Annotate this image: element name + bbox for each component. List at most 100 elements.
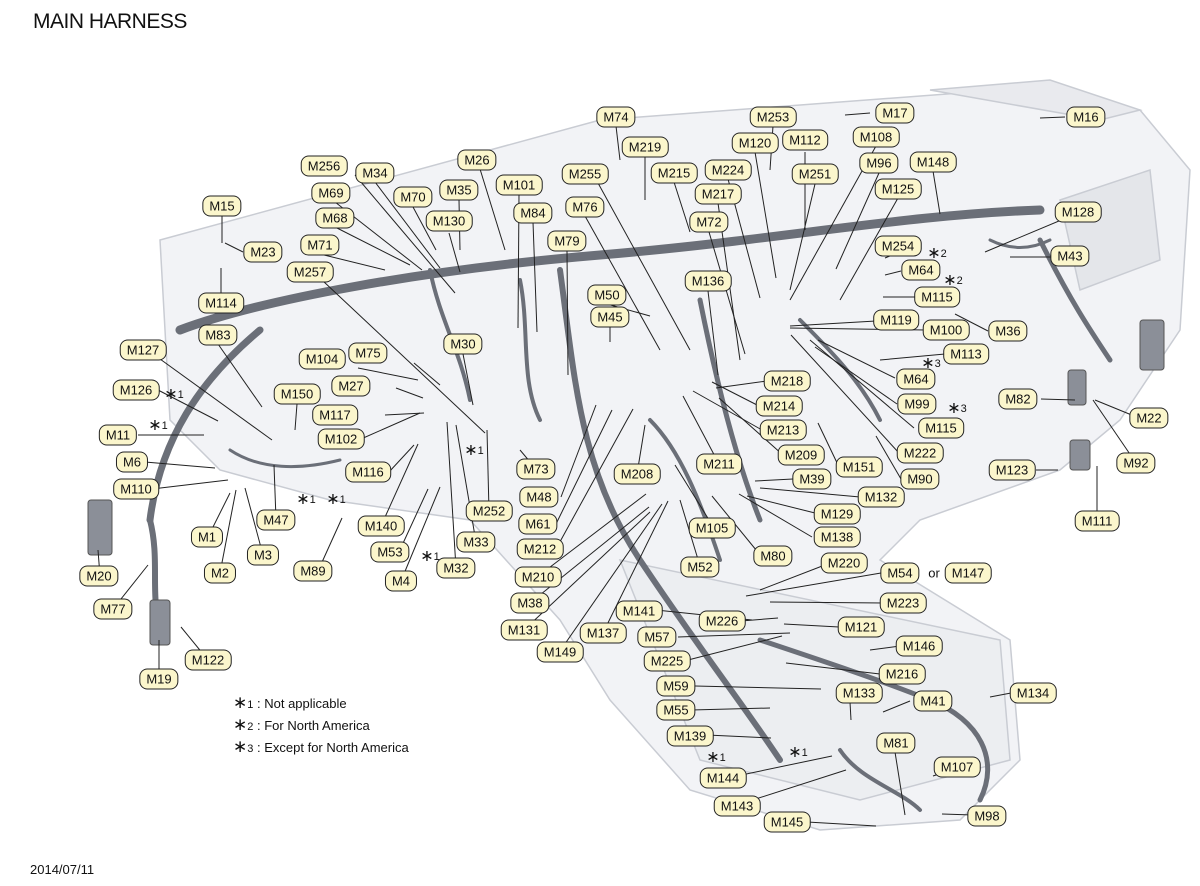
connector-label: M80 xyxy=(753,545,793,567)
connector-label: M147 xyxy=(944,562,992,584)
connector-label: M115 xyxy=(914,286,960,308)
connector-label: M32 xyxy=(436,557,476,579)
connector-label: M1 xyxy=(190,526,224,548)
connector-label: M83 xyxy=(198,324,238,346)
connector-label: M76 xyxy=(565,196,605,218)
connector-label: M222 xyxy=(896,442,944,464)
connector-label: M89 xyxy=(293,560,333,582)
connector-label: M35 xyxy=(439,179,479,201)
connector-label: M84 xyxy=(513,202,553,224)
connector-label: M251 xyxy=(791,163,839,185)
connector-label: M52 xyxy=(680,556,720,578)
connector-label: M217 xyxy=(694,183,742,205)
note-star-icon: ∗2 xyxy=(927,245,947,262)
connector-label: M100 xyxy=(922,319,970,341)
connector-label: M82 xyxy=(998,388,1038,410)
connector-label: M90 xyxy=(900,468,940,490)
connector-label: M140 xyxy=(357,515,405,537)
note-star-number: 2 xyxy=(940,248,947,260)
connector-label: M22 xyxy=(1129,407,1169,429)
note-star-icon: ∗1 xyxy=(788,744,808,761)
note-star-icon: ∗3 xyxy=(921,355,941,372)
note-star-icon: ∗3 xyxy=(947,400,967,417)
connector-label: M255 xyxy=(561,163,609,185)
note-star-number: 1 xyxy=(177,389,184,401)
note-star-number: 3 xyxy=(960,403,967,415)
note-star-number: 1 xyxy=(477,445,484,457)
connector-label: M223 xyxy=(879,592,927,614)
connector-label: M149 xyxy=(536,641,584,663)
connector-label: M257 xyxy=(286,261,334,283)
connector-label: M96 xyxy=(859,152,899,174)
note-star-number: 3 xyxy=(934,358,941,370)
connector-label: M215 xyxy=(650,162,698,184)
page-title: MAIN HARNESS xyxy=(33,10,187,33)
connector-label: M208 xyxy=(613,463,661,485)
connector-label: M17 xyxy=(875,102,915,124)
connector-label: M113 xyxy=(943,343,989,365)
connector-label: M256 xyxy=(300,155,348,177)
connector-label: M253 xyxy=(749,106,797,128)
connector-label: M48 xyxy=(519,486,559,508)
connector-label: M105 xyxy=(688,517,736,539)
connector-label: M145 xyxy=(763,811,811,833)
note-star-icon: ∗1 xyxy=(464,442,484,459)
leader-lines xyxy=(97,112,1140,827)
connector-label: M225 xyxy=(643,650,691,672)
connector-label: M212 xyxy=(516,538,564,560)
harness-bundles xyxy=(146,205,1113,812)
connector-label: M33 xyxy=(456,531,496,553)
connector-label: M226 xyxy=(698,610,746,632)
connector-label: M219 xyxy=(621,136,669,158)
connector-label: M114 xyxy=(198,292,244,314)
or-text: or xyxy=(928,565,940,581)
connector-label: M119 xyxy=(873,309,919,331)
connector-label: M6 xyxy=(115,451,149,473)
connector-label: M210 xyxy=(514,566,562,588)
connector-label: M54 xyxy=(880,562,920,584)
connector-label: M128 xyxy=(1054,201,1102,223)
connector-label: M107 xyxy=(933,756,981,778)
connector-label: M127 xyxy=(119,339,167,361)
connector-label: M92 xyxy=(1116,452,1156,474)
legend-item-2: ∗2 : For North America xyxy=(233,715,370,734)
connector-label: M73 xyxy=(516,458,556,480)
connector-label: M214 xyxy=(755,395,803,417)
connector-label: M209 xyxy=(777,444,825,466)
legend-item-3: ∗3 : Except for North America xyxy=(233,737,409,756)
connector-blocks xyxy=(87,319,1165,646)
connector-label: M43 xyxy=(1050,245,1090,267)
note-star-number: 1 xyxy=(339,494,346,506)
connector-label: M36 xyxy=(988,320,1028,342)
connector-label: M252 xyxy=(465,500,513,522)
connector-label: M15 xyxy=(202,195,242,217)
connector-label: M68 xyxy=(315,207,355,229)
connector-label: M150 xyxy=(273,383,321,405)
connector-label: M111 xyxy=(1074,510,1120,532)
connector-label: M112 xyxy=(782,129,828,151)
connector-label: M74 xyxy=(596,106,636,128)
connector-label: M151 xyxy=(835,456,883,478)
note-star-number: 1 xyxy=(309,494,316,506)
connector-label: M27 xyxy=(331,375,371,397)
note-star-icon: ∗1 xyxy=(296,491,316,508)
connector-label: M133 xyxy=(835,682,883,704)
connector-label: M125 xyxy=(874,178,922,200)
connector-label: M79 xyxy=(547,230,587,252)
connector-label: M23 xyxy=(243,241,283,263)
connector-label: M34 xyxy=(355,162,395,184)
connector-label: M38 xyxy=(510,592,550,614)
connector-label: M137 xyxy=(579,622,627,644)
connector-label: M131 xyxy=(500,619,548,641)
note-star-icon: ∗1 xyxy=(420,548,440,565)
connector-label: M59 xyxy=(656,675,696,697)
note-star-number: 2 xyxy=(956,275,963,287)
connector-label: M126 xyxy=(112,379,160,401)
connector-label: M2 xyxy=(203,562,237,584)
connector-label: M143 xyxy=(713,795,761,817)
connector-label: M120 xyxy=(731,132,779,154)
connector-label: M121 xyxy=(837,616,885,638)
connector-label: M129 xyxy=(813,503,861,525)
connector-label: M104 xyxy=(298,348,346,370)
legend-item-1: ∗1 : Not applicable xyxy=(233,693,347,712)
